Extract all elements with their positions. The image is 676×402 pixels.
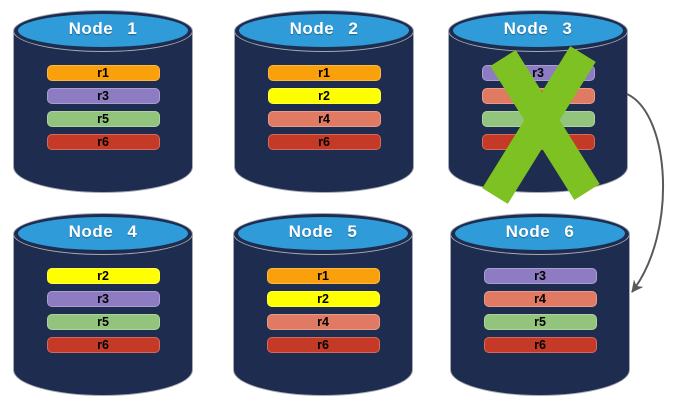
replica-bar-r2: r2	[267, 88, 381, 104]
replica-list: r1 r3 r5 r6	[13, 65, 193, 150]
replica-bar-r3: r3	[46, 88, 160, 104]
database-cylinder-top	[448, 10, 628, 52]
replica-bar-r6: r6	[46, 134, 160, 150]
node-4: Node 4 r2 r3 r5 r6	[13, 213, 193, 396]
database-cylinder-top-face	[18, 14, 188, 47]
node-title: Node 3	[503, 19, 573, 38]
database-cylinder-top	[450, 213, 630, 255]
replica-bar-r5: r5	[483, 314, 597, 330]
node-title: Node 2	[289, 19, 359, 38]
node-title: Node 4	[68, 222, 138, 241]
curved-arrow-icon	[626, 93, 664, 293]
replica-list: r1 r2 r4 r6	[234, 65, 414, 150]
replica-list: r2 r3 r5 r6	[13, 268, 193, 353]
node-title: Node 1	[68, 19, 138, 38]
replica-bar-r6: r6	[483, 337, 597, 353]
database-cylinder-top	[13, 213, 193, 255]
node-2: Node 2 r1 r2 r4 r6	[234, 10, 414, 193]
database-cylinder-top	[13, 10, 193, 52]
replica-bar-r6: r6	[46, 337, 160, 353]
database-cylinder-top-face	[238, 217, 408, 250]
database-cylinder-top-face	[239, 14, 409, 47]
replica-bar-r1: r1	[267, 65, 381, 81]
database-cylinder-top	[234, 10, 414, 52]
node-title: Node 6	[505, 222, 575, 241]
replica-bar-r4: r4	[266, 314, 380, 330]
node-title: Node 5	[288, 222, 358, 241]
database-cylinder-top-face	[18, 217, 188, 250]
replica-bar-r1: r1	[46, 65, 160, 81]
replica-bar-r1: r1	[266, 268, 380, 284]
replica-bar-r3: r3	[483, 268, 597, 284]
replica-bar-r6: r6	[266, 337, 380, 353]
replica-list: r1 r2 r4 r6	[233, 268, 413, 353]
replica-bar-r5: r5	[46, 314, 160, 330]
replica-bar-r4: r4	[483, 291, 597, 307]
replica-bar-r5: r5	[46, 111, 160, 127]
replica-bar-r2: r2	[46, 268, 160, 284]
replica-bar-r3: r3	[46, 291, 160, 307]
database-cylinder-top	[233, 213, 413, 255]
database-cylinder-top-face	[453, 14, 623, 47]
replica-bar-r4: r4	[267, 111, 381, 127]
node-6: Node 6 r3 r4 r5 r6	[450, 213, 630, 396]
node-1: Node 1 r1 r3 r5 r6	[13, 10, 193, 193]
replica-bar-r6: r6	[267, 134, 381, 150]
replica-list: r3 r4 r5 r6	[450, 268, 630, 353]
database-cylinder-top-face	[455, 217, 625, 250]
green-x-icon	[482, 46, 600, 204]
replica-bar-r2: r2	[266, 291, 380, 307]
node-5: Node 5 r1 r2 r4 r6	[233, 213, 413, 396]
